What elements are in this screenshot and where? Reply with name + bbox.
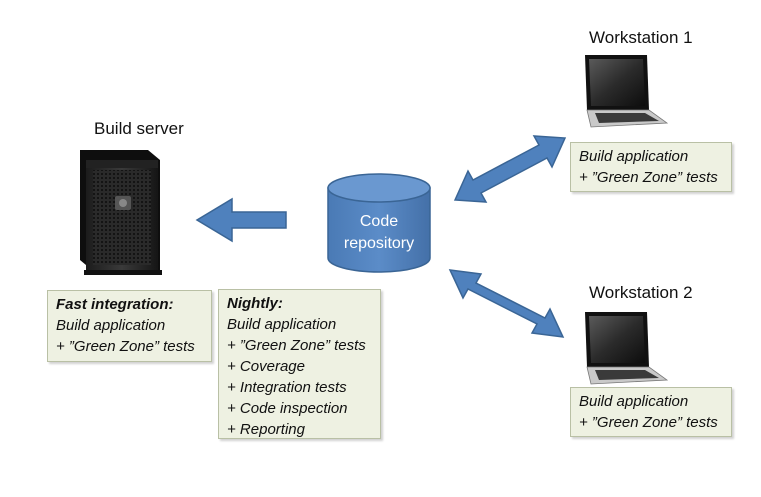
workstation1-line: + ”Green Zone” tests [579, 169, 718, 186]
nightly-line: + Reporting [227, 421, 305, 438]
workstation2-note: Build application + ”Green Zone” tests [570, 387, 732, 437]
workstation1-label: Workstation 1 [589, 28, 693, 47]
nightly-line: Build application [227, 316, 337, 333]
code-repository-line2: repository [343, 235, 415, 252]
workstation2-line: + ”Green Zone” tests [579, 414, 718, 431]
laptop-icon [585, 55, 669, 128]
tower-server-icon [80, 150, 162, 275]
nightly-heading: Nightly: [227, 295, 283, 312]
workstation1-line: Build application [579, 148, 689, 165]
code-repository-label: Code repository [324, 211, 434, 255]
code-repository-line1: Code [359, 213, 399, 230]
nightly-line: + Code inspection [227, 400, 348, 417]
arrow-repo-workstation1 [453, 135, 567, 203]
workstation2-line: Build application [579, 393, 689, 410]
laptop-icon [585, 312, 669, 385]
fast-integration-line: Build application [56, 317, 166, 334]
code-repository-cylinder [327, 173, 431, 273]
workstation2-label: Workstation 2 [589, 283, 693, 302]
arrow-repo-workstation2 [448, 269, 565, 338]
arrow-repo-to-build-server [195, 197, 287, 243]
build-server-label: Build server [94, 119, 184, 138]
workstation1-note: Build application + ”Green Zone” tests [570, 142, 732, 192]
fast-integration-line: + ”Green Zone” tests [56, 338, 195, 355]
nightly-line: + ”Green Zone” tests [227, 337, 366, 354]
nightly-line: + Integration tests [227, 379, 347, 396]
fast-integration-note: Fast integration: Build application + ”G… [47, 290, 212, 362]
fast-integration-heading: Fast integration: [56, 296, 174, 313]
nightly-line: + Coverage [227, 358, 305, 375]
nightly-note: Nightly: Build application + ”Green Zone… [218, 289, 381, 439]
